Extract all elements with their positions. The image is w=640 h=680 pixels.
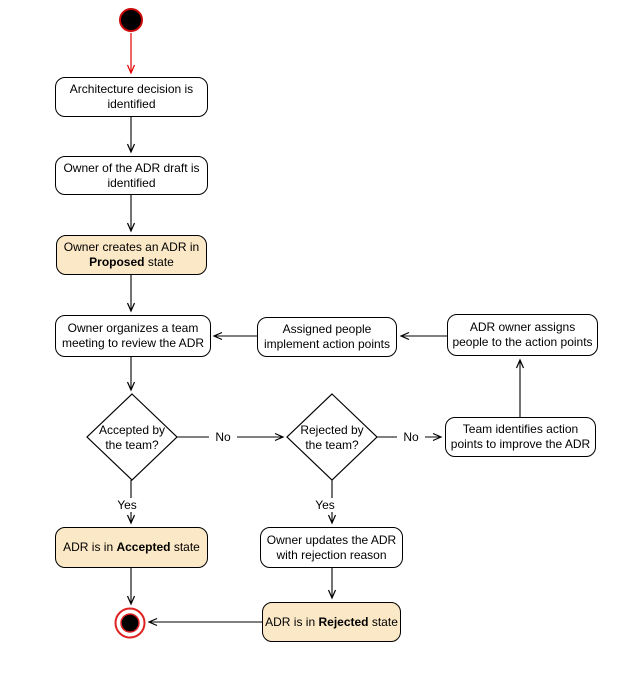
activity-label: meeting to review the ADR <box>61 336 205 350</box>
edge-label-yes-rejected: Yes <box>310 498 340 512</box>
state-label-suffix: state <box>144 255 174 269</box>
activity-label: identified <box>107 97 156 111</box>
end-node-core <box>120 613 140 633</box>
activity-update-rejection-reason: Owner updates the ADR with rejection rea… <box>260 527 403 568</box>
activity-label: implement action points <box>263 337 391 351</box>
state-label-suffix: state <box>368 614 398 629</box>
state-accepted: ADR is in Accepted state <box>55 527 208 568</box>
state-label: ADR is in Accepted state <box>63 540 200 555</box>
start-node <box>119 8 143 32</box>
activity-label: ADR owner assigns <box>469 320 576 334</box>
state-name-bold: Rejected <box>318 614 369 629</box>
activity-implement-action-points: Assigned people implement action points <box>257 317 397 357</box>
edge-label-no-rejected: No <box>397 430 425 444</box>
activity-label: Assigned people <box>282 322 372 336</box>
state-label-prefix: ADR is in <box>63 540 117 554</box>
activity-label: Architecture decision is <box>69 82 194 96</box>
activity-assign-people: ADR owner assigns people to the action p… <box>447 314 598 356</box>
state-name-bold: Proposed <box>89 255 145 269</box>
decision-accepted-diamond <box>86 393 178 481</box>
activity-label: Team identifies action <box>462 422 579 436</box>
edge-label-yes-accepted: Yes <box>112 498 142 512</box>
state-label: Proposed state <box>89 255 174 270</box>
edge-label-no-accepted: No <box>209 430 237 444</box>
activity-label: with rejection reason <box>276 547 387 562</box>
activity-label: Owner of the ADR draft is <box>63 160 200 175</box>
decision-rejected-diamond <box>286 393 378 481</box>
state-rejected: ADR is in Rejected state <box>262 602 401 642</box>
state-label: Owner creates an ADR in <box>63 240 200 254</box>
activity-identify-action-points: Team identifies action points to improve… <box>445 417 596 457</box>
activity-label: points to improve the ADR <box>450 437 591 451</box>
state-label-prefix: ADR is in <box>265 614 319 629</box>
activity-label: Owner updates the ADR <box>266 532 397 547</box>
activity-label: people to the action points <box>452 335 593 349</box>
activity-label: identified <box>107 175 156 190</box>
activity-label: Owner organizes a team <box>67 321 199 335</box>
state-proposed: Owner creates an ADR in Proposed state <box>56 235 207 275</box>
activity-architecture-identified: Architecture decision is identified <box>55 77 208 117</box>
state-label-suffix: state <box>170 540 200 554</box>
activity-owner-draft-identified: Owner of the ADR draft is identified <box>55 156 208 195</box>
state-name-bold: Accepted <box>116 540 171 554</box>
state-label: ADR is in Rejected state <box>265 615 398 630</box>
activity-organize-meeting: Owner organizes a team meeting to review… <box>55 315 211 357</box>
